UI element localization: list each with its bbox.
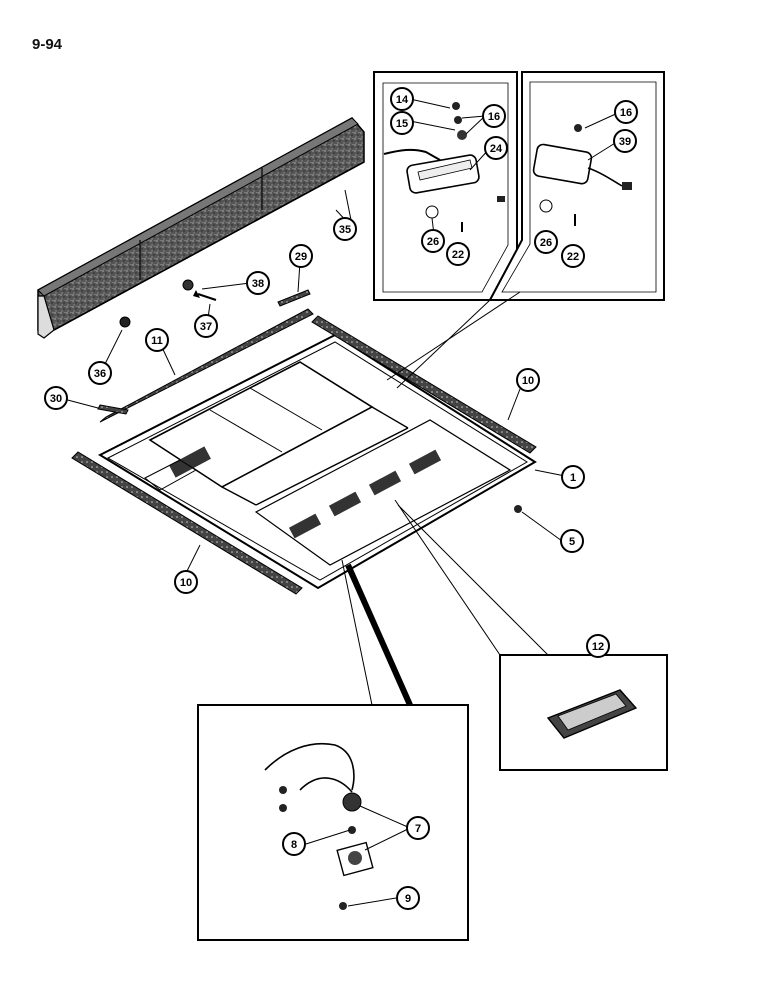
callout-16a: 16 <box>482 104 506 128</box>
callout-36-label: 36 <box>94 368 106 380</box>
callout-15-label: 15 <box>396 118 408 130</box>
callout-22a: 22 <box>446 242 470 266</box>
callout-38: 38 <box>246 271 270 295</box>
callout-14-label: 14 <box>396 94 409 106</box>
callout-5-label: 5 <box>569 536 575 548</box>
callout-16b: 16 <box>614 100 638 124</box>
callout-22a-label: 22 <box>452 249 464 261</box>
callout-24: 24 <box>484 136 508 160</box>
callout-5: 5 <box>560 529 584 553</box>
callout-10a-label: 10 <box>522 375 534 387</box>
callout-10b-label: 10 <box>180 577 192 589</box>
callout-30-label: 30 <box>50 393 62 405</box>
callout-8: 8 <box>282 832 306 856</box>
callout-30: 30 <box>44 386 68 410</box>
callout-16b-label: 16 <box>620 107 632 119</box>
callout-11-label: 11 <box>151 335 163 347</box>
callout-8-label: 8 <box>291 839 297 851</box>
inset-fuse-block <box>499 654 668 771</box>
fasteners <box>119 279 522 513</box>
callout-16a-label: 16 <box>488 111 500 123</box>
callout-35-label: 35 <box>339 224 351 236</box>
callout-39-label: 39 <box>619 136 631 148</box>
callout-26b-label: 26 <box>540 237 552 249</box>
leader-lines <box>59 98 621 907</box>
headliner-panel <box>97 333 537 590</box>
callout-37: 37 <box>194 314 218 338</box>
callout-1: 1 <box>561 465 585 489</box>
callout-39: 39 <box>613 129 637 153</box>
callout-29-label: 29 <box>295 251 307 263</box>
trim-panel <box>37 117 365 339</box>
seal-strips <box>71 289 537 595</box>
callout-9-label: 9 <box>405 893 411 905</box>
callout-15: 15 <box>390 111 414 135</box>
callout-22b-label: 22 <box>567 251 579 263</box>
callout-22b: 22 <box>561 244 585 268</box>
callout-7-label: 7 <box>415 823 421 835</box>
callout-12: 12 <box>586 634 610 658</box>
callout-38-label: 38 <box>252 278 264 290</box>
callout-11: 11 <box>145 328 169 352</box>
callout-24-label: 24 <box>490 143 503 155</box>
callout-12-label: 12 <box>592 641 604 653</box>
callout-35: 35 <box>333 217 357 241</box>
inset-courtesy-lamp <box>488 71 665 301</box>
callout-26a-label: 26 <box>427 236 439 248</box>
callout-14: 14 <box>390 87 414 111</box>
callout-10b: 10 <box>174 570 198 594</box>
callout-37-label: 37 <box>200 321 212 333</box>
callout-1-label: 1 <box>570 472 576 484</box>
callout-36: 36 <box>88 361 112 385</box>
callout-7: 7 <box>406 816 430 840</box>
callout-29: 29 <box>289 244 313 268</box>
callout-10a: 10 <box>516 368 540 392</box>
callout-26b: 26 <box>534 230 558 254</box>
callout-26a: 26 <box>421 229 445 253</box>
page-number: 9-94 <box>32 36 63 53</box>
callout-9: 9 <box>396 886 420 910</box>
